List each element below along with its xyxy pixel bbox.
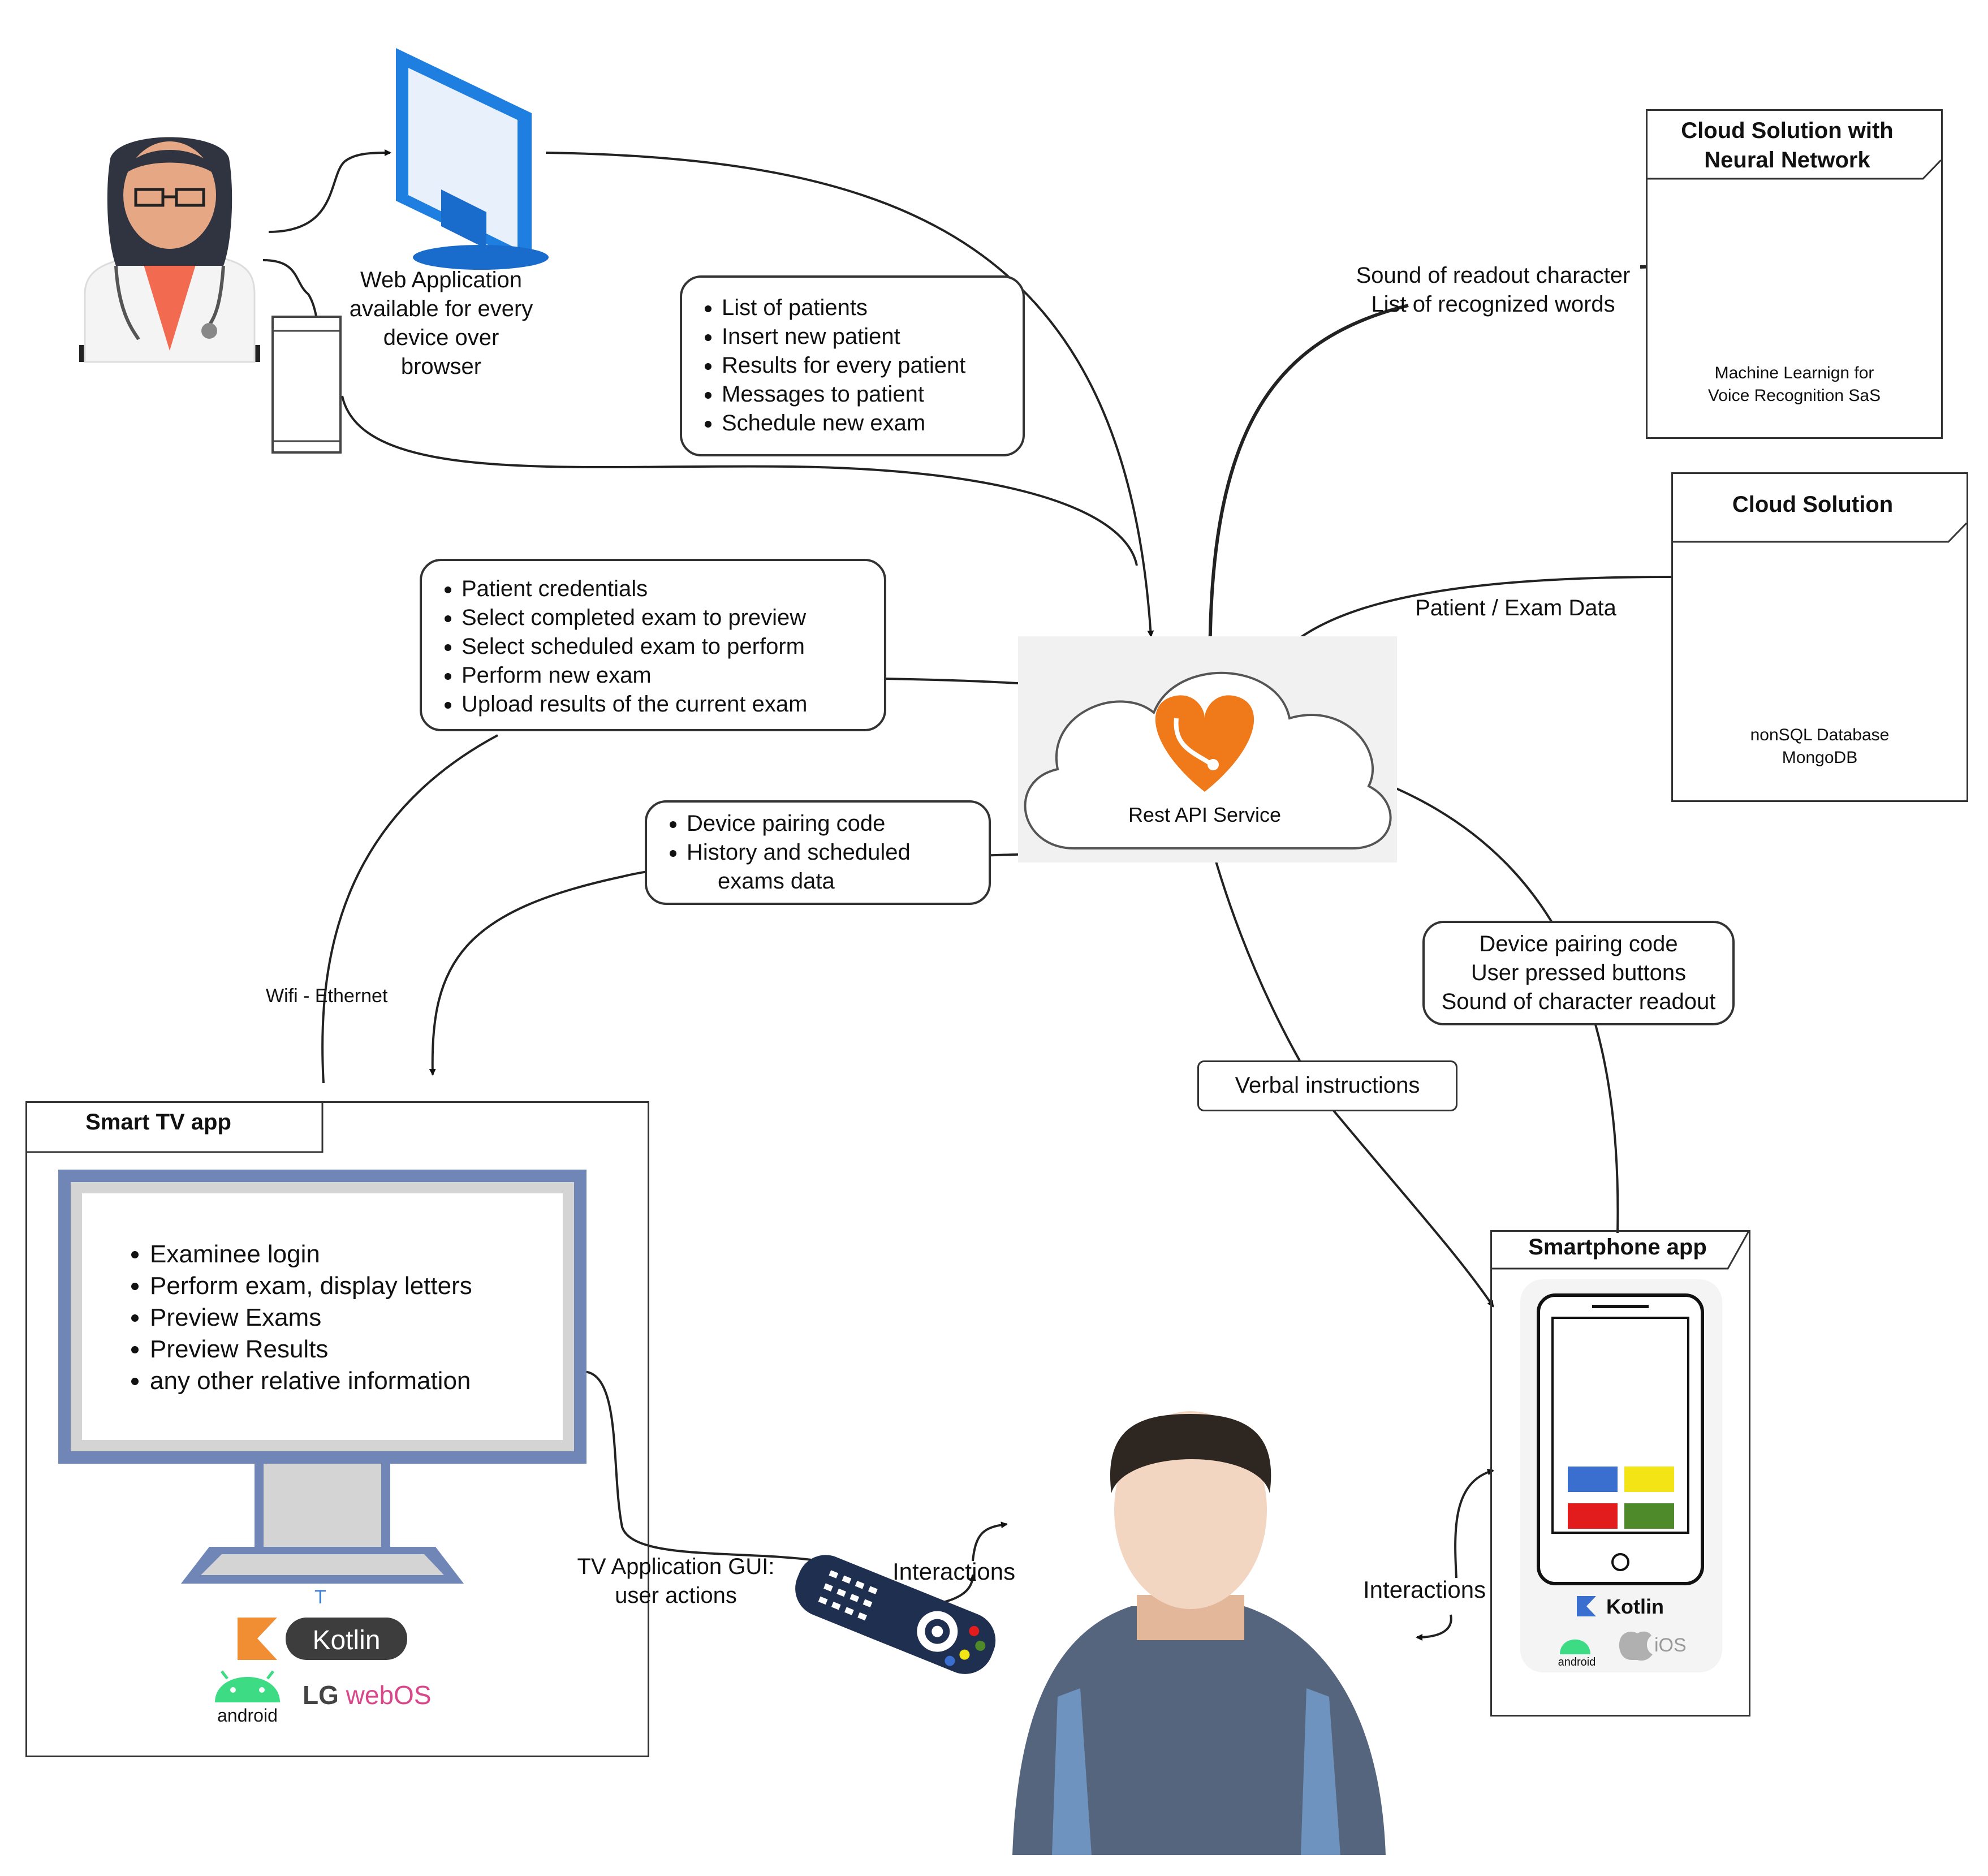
cloud-nn-title: Cloud Solution with (1681, 118, 1894, 143)
list-item: Schedule new exam (722, 409, 1017, 438)
mobile-device-icon (271, 316, 342, 454)
smart-tv-tab-outline (25, 1101, 324, 1153)
tv-received-box: Device pairing code History and schedule… (645, 800, 991, 905)
smart-tv-app-box (25, 1101, 649, 1757)
web-app-caption: Web Application available for every devi… (325, 266, 557, 381)
kotlin-label: Kotlin (312, 1625, 381, 1655)
caption-line: nonSQL Database (1750, 726, 1890, 744)
tab-outline (1646, 159, 1942, 180)
doctor-actions-box: List of patients Insert new patient Resu… (680, 275, 1025, 456)
tv-remote-double-arrow (576, 1368, 821, 1564)
voice-exchange-label: Sound of readout character List of recog… (1329, 261, 1657, 319)
doctor-to-phone-arrow (262, 259, 320, 324)
label-line: Sound of readout character (1356, 263, 1631, 288)
webos-label: webOS (346, 1680, 432, 1710)
list-item: Perform new exam (462, 661, 878, 690)
cloud-db-title-tab: Cloud Solution (1671, 472, 1968, 543)
tv-actions-list: Patient credentials Select completed exa… (422, 575, 878, 719)
list-continuation: exams data (718, 869, 835, 894)
caption-line: available for every (349, 296, 533, 321)
smartphone-title: Smartphone app (1528, 1235, 1707, 1260)
cloud-nn-title: Neural Network (1704, 148, 1870, 172)
tv-screen-content: Examinee login Perform exam, display let… (93, 1239, 546, 1397)
caption-line: Web Application (360, 268, 523, 292)
phone-interactions-arrow-down (1416, 1614, 1452, 1641)
phone-android-label: android (1558, 1656, 1596, 1668)
phone-interactions-label: Interactions (1363, 1576, 1486, 1603)
phone-interactions-arrow-up (1454, 1468, 1494, 1579)
smartphone-tab-outline (1490, 1230, 1750, 1270)
list-item: Messages to patient (722, 380, 1017, 409)
cloud-nn-title-tab: Cloud Solution with Neural Network (1646, 109, 1943, 180)
tv-gui-caption: TV Application GUI: user actions (560, 1552, 792, 1610)
tv-screen-list: Examinee login Perform exam, display let… (93, 1239, 546, 1397)
list-item: Select completed exam to preview (462, 603, 878, 632)
list-item: Preview Results (150, 1334, 546, 1365)
ios-label: iOS (1654, 1635, 1687, 1656)
lg-label: LG (303, 1680, 339, 1710)
smart-tv-monitor (58, 1170, 587, 1584)
list-item: any other relative information (150, 1365, 546, 1397)
caption-line: user actions (615, 1583, 737, 1608)
list-item: Perform exam, display letters (150, 1270, 546, 1302)
phone-device-to-api-link (341, 395, 1138, 566)
label-line: List of recognized words (1371, 292, 1615, 317)
voice-cloud-to-api-arrow (1206, 304, 1409, 688)
cloud-db-box (1671, 472, 1968, 802)
list-item: Patient credentials (462, 575, 878, 603)
list-item: User pressed buttons (1470, 960, 1687, 985)
caption-line: TV Application GUI: (577, 1554, 775, 1579)
remote-interactions-arrow-up (972, 1521, 1008, 1562)
phone-kotlin-label: Kotlin (1606, 1595, 1664, 1618)
list-item: List of patients (722, 294, 1017, 322)
desktop-monitor-icon (396, 48, 549, 270)
list-item: Results for every patient (722, 351, 1017, 380)
rest-api-cloud (1018, 636, 1397, 862)
patient-exam-data-label: Patient / Exam Data (1415, 596, 1616, 620)
web-to-api-arrow (545, 152, 1154, 637)
cloud-db-title: Cloud Solution (1732, 492, 1894, 517)
smart-tv-title: Smart TV app (85, 1110, 231, 1135)
list-item: Preview Exams (150, 1302, 546, 1334)
remote-interactions-label: Interactions (892, 1558, 1016, 1585)
list-item: Upload results of the current exam (462, 690, 878, 719)
caption-line: browser (400, 354, 482, 379)
list-item: Device pairing code (1479, 931, 1678, 956)
list-item: Device pairing code (687, 809, 983, 838)
tv-actions-box: Patient credentials Select completed exa… (420, 559, 886, 731)
list-item: Examinee login (150, 1239, 546, 1270)
tab-outline (1671, 522, 1968, 543)
android-logo-tv (215, 1670, 280, 1702)
wifi-ethernet-label: Wifi - Ethernet (266, 985, 388, 1007)
caption-line: Machine Learnign for (1714, 364, 1874, 382)
caption-line: Voice Recognition SaS (1707, 386, 1881, 405)
rest-api-label: Rest API Service (1128, 803, 1282, 826)
smartphone-device (1520, 1279, 1722, 1672)
kotlin-logo-tv (238, 1618, 407, 1660)
tv-received-list: Device pairing code History and schedule… (647, 809, 983, 867)
list-item: Sound of character readout (1441, 989, 1716, 1014)
webos-logo: LG webOS (303, 1680, 432, 1710)
cloud-nn-box (1646, 109, 1943, 439)
doctor-to-web-arrow (268, 149, 391, 233)
doctor-avatar (79, 137, 260, 363)
android-label: android (217, 1705, 278, 1726)
list-item: Insert new patient (722, 322, 1017, 351)
tv-link-to-actions (321, 734, 498, 1084)
caption-line: device over (383, 325, 499, 350)
caption-line: MongoDB (1782, 748, 1858, 767)
tv-remote-icon (795, 1555, 996, 1674)
cloud-nn-caption: Machine Learnign for Voice Recognition S… (1646, 362, 1943, 407)
list-item: Select scheduled exam to perform (462, 632, 878, 661)
doctor-actions-list: List of patients Insert new patient Resu… (682, 294, 1017, 438)
list-item: History and scheduled (687, 838, 983, 867)
phone-sends-box: Device pairing code User pressed buttons… (1422, 921, 1735, 1025)
verbal-instructions-label: Verbal instructions (1235, 1073, 1420, 1098)
examinee-avatar (1012, 1411, 1386, 1855)
tv-stand-mark: T (314, 1586, 326, 1608)
verbal-instructions-box: Verbal instructions (1197, 1060, 1457, 1111)
cloud-db-caption: nonSQL Database MongoDB (1671, 724, 1968, 769)
smartphone-app-box (1490, 1230, 1750, 1717)
